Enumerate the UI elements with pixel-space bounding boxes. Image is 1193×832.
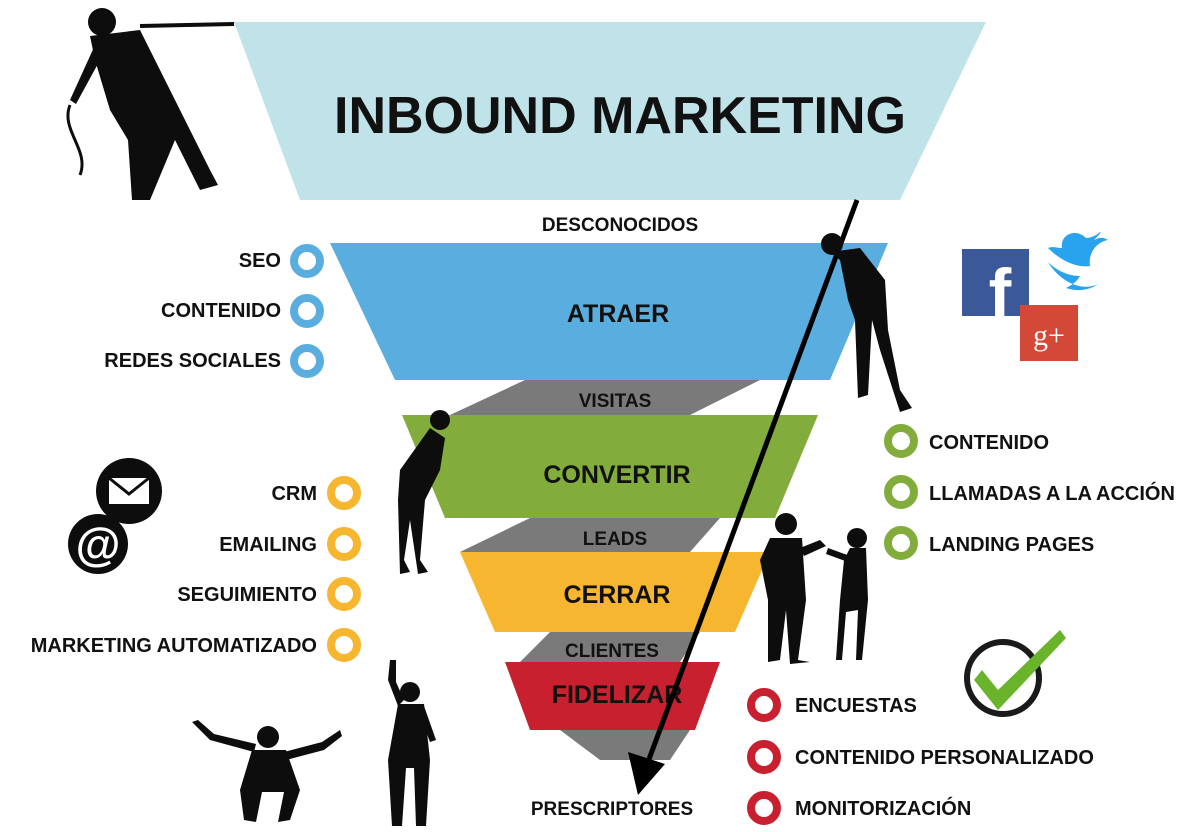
transition-label-desconocidos: DESCONOCIDOS xyxy=(542,215,698,236)
right-item-monitorizacion: MONITORIZACIÓN xyxy=(795,796,971,820)
left-item-seguimiento: SEGUIMIENTO xyxy=(177,584,317,606)
right-bullet-icon xyxy=(747,740,781,774)
left-item-emailing: EMAILING xyxy=(219,534,317,556)
at-sign-icon: @ xyxy=(68,514,128,574)
right-bullet-icon xyxy=(747,688,781,722)
google-plus-icon: g+ xyxy=(1020,305,1078,361)
businessman-pulling-rope-figure xyxy=(66,8,235,200)
celebrating-businessman-standing-figure xyxy=(388,660,436,826)
stage-cerrar-shape xyxy=(460,552,770,632)
left-item-contenido: CONTENIDO xyxy=(161,300,281,322)
transition-label-leads: LEADS xyxy=(583,529,647,550)
right-item-encuestas: ENCUESTAS xyxy=(795,695,917,717)
businessman-leaning-figure xyxy=(821,233,912,412)
page-title: INBOUND MARKETING xyxy=(334,87,906,145)
left-bullet-icon xyxy=(327,628,361,662)
left-bullet-icon xyxy=(327,577,361,611)
transition-label-visitas: VISITAS xyxy=(579,391,652,412)
envelope-icon xyxy=(96,458,162,524)
facebook-icon: f xyxy=(962,249,1029,331)
right-item-llamadas-a-la-accion: LLAMADAS A LA ACCIÓN xyxy=(929,481,1175,505)
right-bullet-icon xyxy=(884,526,918,560)
svg-text:g+: g+ xyxy=(1033,319,1065,352)
connector-leads xyxy=(460,518,720,552)
left-bullet-icon xyxy=(327,527,361,561)
check-mark-icon xyxy=(964,630,1066,717)
stage-cerrar-label: CERRAR xyxy=(564,581,671,609)
stage-fidelizar-label: FIDELIZAR xyxy=(552,681,683,709)
funnel-arrow-head xyxy=(628,752,665,795)
stage-atraer-shape xyxy=(330,243,888,380)
celebrating-businessman-kneeling-figure xyxy=(192,720,342,822)
right-bullet-icon xyxy=(884,475,918,509)
left-bullet-icon xyxy=(290,344,324,378)
right-bullet-icon xyxy=(884,424,918,458)
left-item-crm: CRM xyxy=(271,483,317,505)
funnel-arrow-line xyxy=(642,199,860,771)
left-bullet-icon xyxy=(290,294,324,328)
twitter-icon xyxy=(1048,232,1108,291)
connector-prescriptores xyxy=(560,730,690,760)
stage-atraer-label: ATRAER xyxy=(567,300,669,328)
svg-text:@: @ xyxy=(76,518,121,570)
right-bullet-icon xyxy=(747,791,781,825)
left-bullet-icon xyxy=(327,476,361,510)
left-item-seo: SEO xyxy=(239,250,281,272)
left-item-redes-sociales: REDES SOCIALES xyxy=(104,350,281,372)
connector-visitas xyxy=(450,380,760,415)
right-item-contenido-personalizado: CONTENIDO PERSONALIZADO xyxy=(795,747,1094,769)
connector-clientes xyxy=(520,632,700,662)
toasting-couple-figure xyxy=(760,513,868,664)
right-item-landing-pages: LANDING PAGES xyxy=(929,534,1094,556)
left-bullet-icon xyxy=(290,244,324,278)
transition-label-prescriptores: PRESCRIPTORES xyxy=(531,799,693,820)
stage-convertir-label: CONVERTIR xyxy=(543,461,690,489)
transition-label-clientes: CLIENTES xyxy=(565,641,659,662)
stage-convertir-shape xyxy=(402,415,818,518)
funnel-top-shape xyxy=(234,22,986,200)
left-item-marketing-automatizado: MARKETING AUTOMATIZADO xyxy=(31,635,317,657)
right-item-contenido: CONTENIDO xyxy=(929,432,1049,454)
businessman-bowing-figure xyxy=(398,410,450,574)
svg-text:f: f xyxy=(989,255,1012,331)
